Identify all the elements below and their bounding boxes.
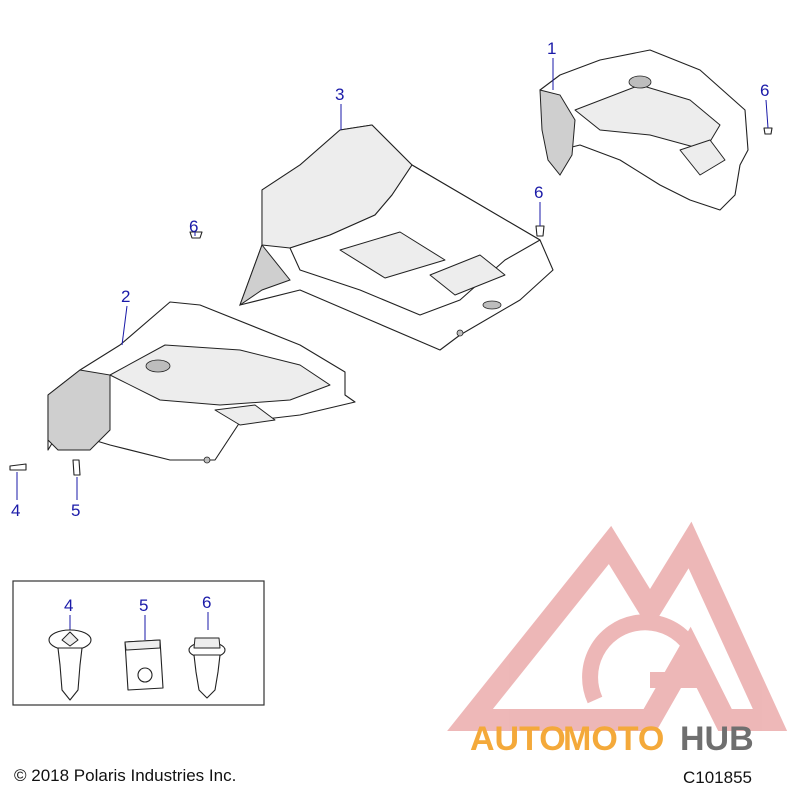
svg-text:MOTO: MOTO xyxy=(563,720,664,758)
inset-nut-5 xyxy=(124,639,164,691)
diagram-code: C101855 xyxy=(683,768,753,787)
copyright-text: © 2018 Polaris Industries Inc. xyxy=(14,766,237,785)
inset-callout-5: 5 xyxy=(139,596,148,615)
fastener-6-mid xyxy=(535,225,545,237)
inset-screw-4 xyxy=(48,629,92,701)
fastener-4-screw xyxy=(9,463,27,471)
callout-2: 2 xyxy=(121,287,130,306)
inset-callout-4: 4 xyxy=(64,596,73,615)
fastener-6-left xyxy=(189,231,203,239)
callout-6-left: 6 xyxy=(189,217,198,236)
svg-text:AUTO: AUTO xyxy=(470,720,566,758)
inset-callout-6: 6 xyxy=(202,593,211,612)
part-1-right-guard xyxy=(539,49,749,211)
automotohub-wordmark: AUTO MOTO HUB xyxy=(470,720,754,758)
callout-1: 1 xyxy=(547,39,556,58)
part-2-left-guard xyxy=(47,301,356,464)
callout-3: 3 xyxy=(335,85,344,104)
automotohub-logo-watermark xyxy=(447,521,788,731)
callout-5: 5 xyxy=(71,501,80,520)
callout-4: 4 xyxy=(11,501,20,520)
fastener-inset-box: 4 5 6 xyxy=(12,580,265,706)
callout-6-mid: 6 xyxy=(534,183,543,202)
fastener-6-upper-right xyxy=(763,127,773,135)
inset-rivet-6 xyxy=(188,637,226,699)
fastener-5-nut xyxy=(72,459,81,476)
callout-6-right: 6 xyxy=(760,81,769,100)
leader-lines xyxy=(16,58,769,500)
svg-text:HUB: HUB xyxy=(680,720,754,758)
part-3-center-skid-plate xyxy=(238,124,554,351)
